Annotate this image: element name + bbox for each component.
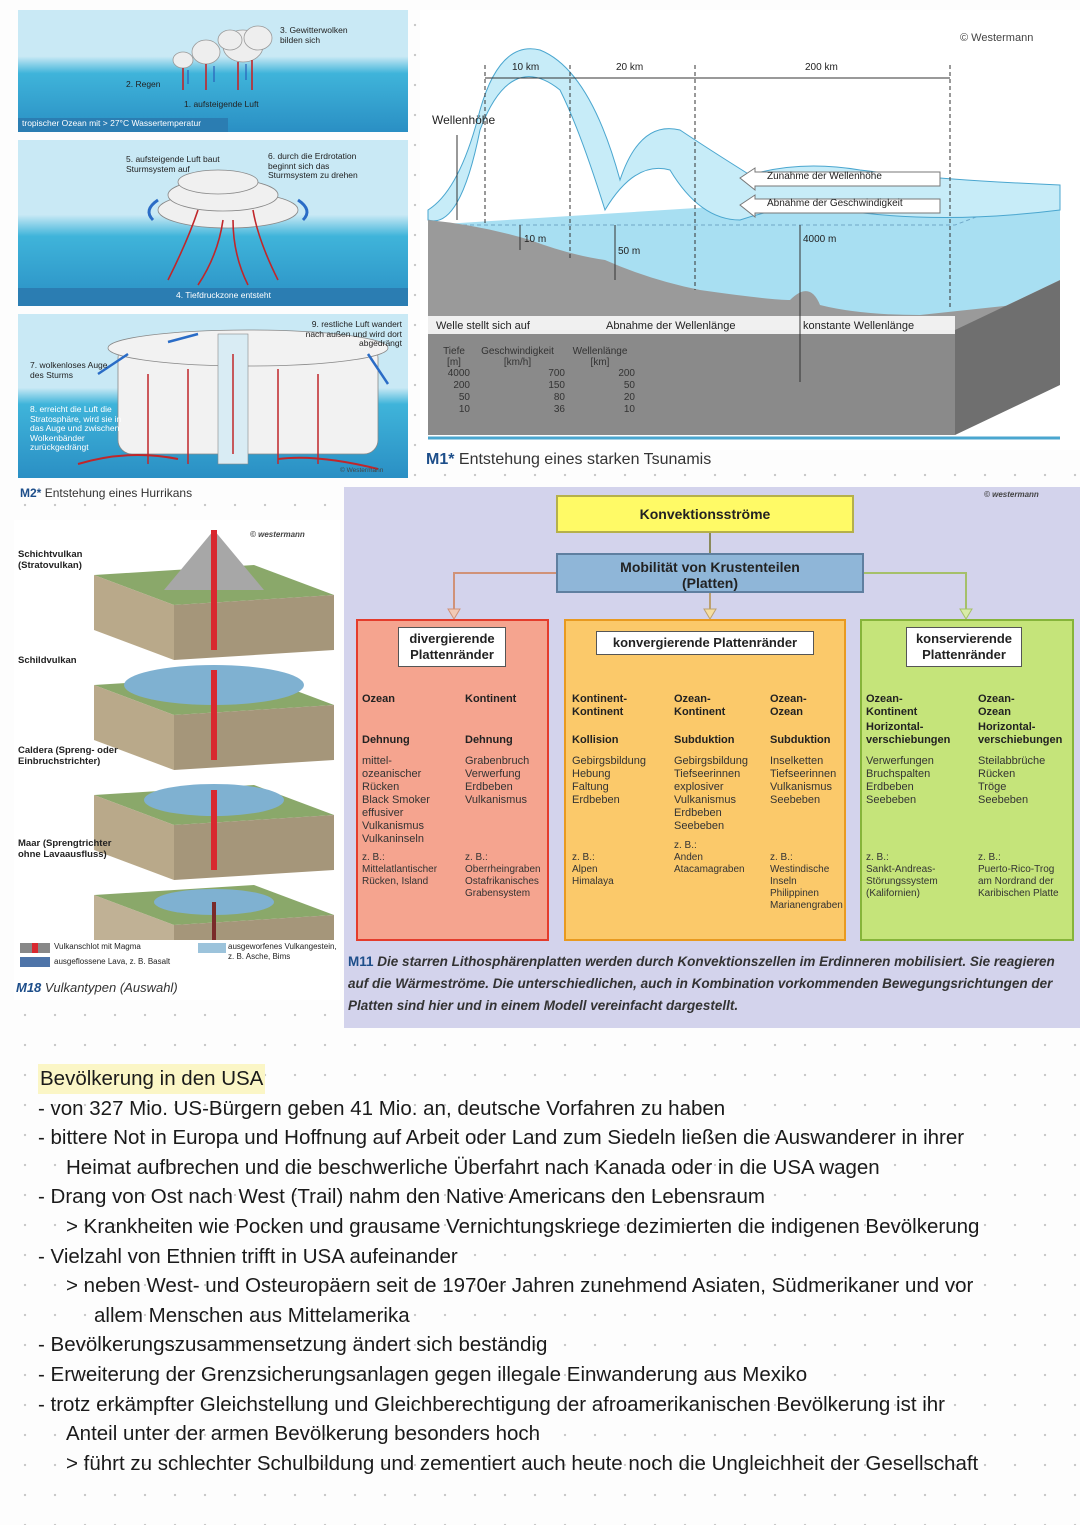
- col-conv-cc: Kontinent- Kontinent Kollision Gebirgsbi…: [572, 693, 646, 887]
- hurricane-illustration-1: [18, 25, 273, 132]
- table-row: 4000 700 200: [447, 368, 635, 379]
- note-line: > Krankheiten wie Pocken und grausame Ve…: [66, 1214, 980, 1238]
- col-cons-oo: Ozean- Ozean Horizontal- verschiebungen …: [978, 693, 1063, 899]
- band-constant-wavelength: konstante Wellenlänge: [803, 320, 915, 332]
- table-header-speed: Geschwindigkeit [km/h]: [481, 346, 554, 368]
- legend-lava-swatch: [20, 957, 50, 967]
- col-div-ocean: Ozean Dehnung mittel- ozeanischer Rücken…: [362, 693, 438, 887]
- tsunami-diagram: © Westermann 10 km 20 km 200 km Wellenhö…: [420, 10, 1080, 450]
- label-rain: 2. Regen: [126, 79, 161, 89]
- hurricane-panel-1: 3. Gewitterwolken bilden sich 2. Regen 1…: [18, 10, 408, 132]
- volcano-type-shield: Schildvulkan: [18, 655, 77, 666]
- tag-convergent: konvergierende Plattenränder: [596, 631, 814, 655]
- credit-hurricane: © Westermann: [340, 467, 384, 474]
- volcano-type-caldera: Caldera (Spreng- oder Einbruchstrichter): [18, 745, 118, 767]
- box-convection: Konvektionsströme: [556, 495, 854, 533]
- note-line: - Erweiterung der Grenzsicherungsanlagen…: [38, 1362, 808, 1386]
- label-clouds: 3. Gewitterwolken bilden sich: [280, 25, 348, 45]
- box-conservative: konservierende Plattenränder Ozean- Kont…: [860, 619, 1074, 941]
- note-line: > neben West- und Osteuropäern seit de 1…: [66, 1274, 974, 1298]
- label-storm-system: 5. aufsteigende Luft baut Sturmsystem au…: [126, 154, 220, 174]
- legend-lava: ausgeflossene Lava, z. B. Basalt: [54, 957, 171, 966]
- label-stratosphere: 8. erreicht die Luft die Stratosphäre, w…: [30, 404, 122, 452]
- dist-200km: 200 km: [805, 62, 838, 73]
- note-line: Anteil unter der armen Bevölkerung beson…: [66, 1422, 541, 1446]
- note-line: - Bevölkerungszusammensetzung ändert sic…: [38, 1333, 548, 1357]
- table-row: 200 150 50: [453, 380, 635, 391]
- label-rest-air: 9. restliche Luft wandert nach außen und…: [305, 319, 402, 348]
- note-line: Heimat aufbrechen und die beschwerliche …: [66, 1155, 880, 1179]
- legend-ash: ausgeworfenes Vulkangestein, z. B. Asche…: [228, 942, 337, 961]
- table-header-wavelength: Wellenlänge [km]: [572, 346, 628, 368]
- box-convergent: konvergierende Plattenränder Kontinent- …: [564, 619, 846, 941]
- depth-10m: 10 m: [524, 234, 547, 245]
- label-wave-height: Wellenhöhe: [432, 113, 496, 127]
- depth-4000m: 4000 m: [803, 234, 837, 245]
- dist-10km: 10 km: [512, 62, 540, 73]
- volcano-diagram: © westermann: [14, 520, 340, 1000]
- note-line: - trotz erkämpfter Gleichstellung und Gl…: [38, 1392, 946, 1416]
- label-eye: 7. wolkenloses Auge des Sturms: [30, 360, 108, 380]
- credit-tsunami: © Westermann: [960, 32, 1034, 44]
- arrow-speed: Abnahme der Geschwindigkeit: [767, 198, 903, 209]
- caption-m1: M1* Entstehung eines starken Tsunamis: [426, 451, 712, 468]
- credit-plates: © westermann: [984, 490, 1039, 499]
- credit-volcano: © westermann: [250, 530, 305, 539]
- hurricane-panel-3: 9. restliche Luft wandert nach außen und…: [18, 314, 408, 478]
- caption-m18: M18 Vulkantypen (Auswahl): [16, 980, 178, 995]
- note-line: > führt zu schlechter Schulbildung und z…: [66, 1451, 979, 1475]
- col-cons-oc: Ozean- Kontinent Horizontal- verschiebun…: [866, 693, 951, 899]
- hurricane-illustration-3: [77, 329, 390, 470]
- col-div-continent: Kontinent Dehnung Grabenbruch Verwerfung…: [465, 693, 541, 899]
- label-rotation: 6. durch die Erdrotation beginnt sich da…: [268, 151, 358, 180]
- box-mobility: Mobilität von Krustenteilen (Platten): [556, 553, 864, 593]
- hurricane-panel-2: 5. aufsteigende Luft baut Sturmsystem au…: [18, 140, 408, 306]
- table-row: 50 80 20: [458, 392, 635, 403]
- legend-ash-swatch: [198, 943, 226, 953]
- tsunami-table: Tiefe [m] Geschwindigkeit [km/h] Wellenl…: [438, 346, 678, 416]
- band-wavelength-decrease: Abnahme der Wellenlänge: [606, 320, 736, 332]
- table-row: 10 36 10: [458, 404, 635, 415]
- col-conv-oo: Ozean- Ozean Subduktion Inselketten Tief…: [770, 693, 843, 911]
- note-line: - Vielzahl von Ethnien trifft in USA auf…: [38, 1244, 458, 1268]
- legend-vent: Vulkanschlot mit Magma: [54, 942, 141, 951]
- note-line: - Drang von Ost nach West (Trail) nahm d…: [38, 1185, 765, 1209]
- label-ocean: tropischer Ozean mit > 27°C Wassertemper…: [22, 118, 202, 128]
- plates-diagram: © westermann Konvektionsströme Mobilität…: [344, 487, 1080, 1028]
- tsunami-illustration: [427, 48, 1061, 440]
- col-conv-oc: Ozean- Kontinent Subduktion Gebirgsbildu…: [674, 693, 748, 875]
- note-line: allem Menschen aus Mittelamerika: [94, 1303, 410, 1327]
- hurricane-illustration-2: [18, 169, 408, 306]
- volcano-illustration: [94, 530, 334, 940]
- notes-section: Bevölkerung in den USA - von 327 Mio. US…: [38, 1064, 1058, 1478]
- label-low-pressure: 4. Tiefdruckzone entsteht: [176, 290, 271, 300]
- legend-vent-swatch: [20, 943, 50, 953]
- caption-m11: M11 Die starren Lithosphärenplatten werd…: [348, 954, 1055, 1013]
- tag-conservative: konservierende Plattenränder: [906, 627, 1022, 667]
- dist-20km: 20 km: [616, 62, 644, 73]
- notes-title: Bevölkerung in den USA: [38, 1064, 266, 1094]
- caption-m2: M2* Entstehung eines Hurrikans: [20, 486, 193, 500]
- depth-50m: 50 m: [618, 246, 641, 257]
- label-rising-air: 1. aufsteigende Luft: [184, 99, 259, 109]
- note-line: - bittere Not in Europa und Hoffnung auf…: [38, 1126, 965, 1150]
- note-line: - von 327 Mio. US-Bürgern geben 41 Mio. …: [38, 1096, 726, 1120]
- arrow-wave-height: Zunahme der Wellenhöhe: [767, 171, 882, 182]
- tag-divergent: divergierende Plattenränder: [398, 627, 506, 667]
- volcano-type-maar: Maar (Sprengtrichter ohne Lavaausfluss): [18, 838, 112, 860]
- box-divergent: divergierende Plattenränder Ozean Dehnun…: [356, 619, 549, 941]
- band-wave-rises: Welle stellt sich auf: [436, 320, 530, 332]
- plates-connectors: [447, 533, 973, 620]
- table-header-depth: Tiefe [m]: [443, 346, 465, 368]
- volcano-type-strato: Schichtvulkan (Stratovulkan): [18, 549, 83, 571]
